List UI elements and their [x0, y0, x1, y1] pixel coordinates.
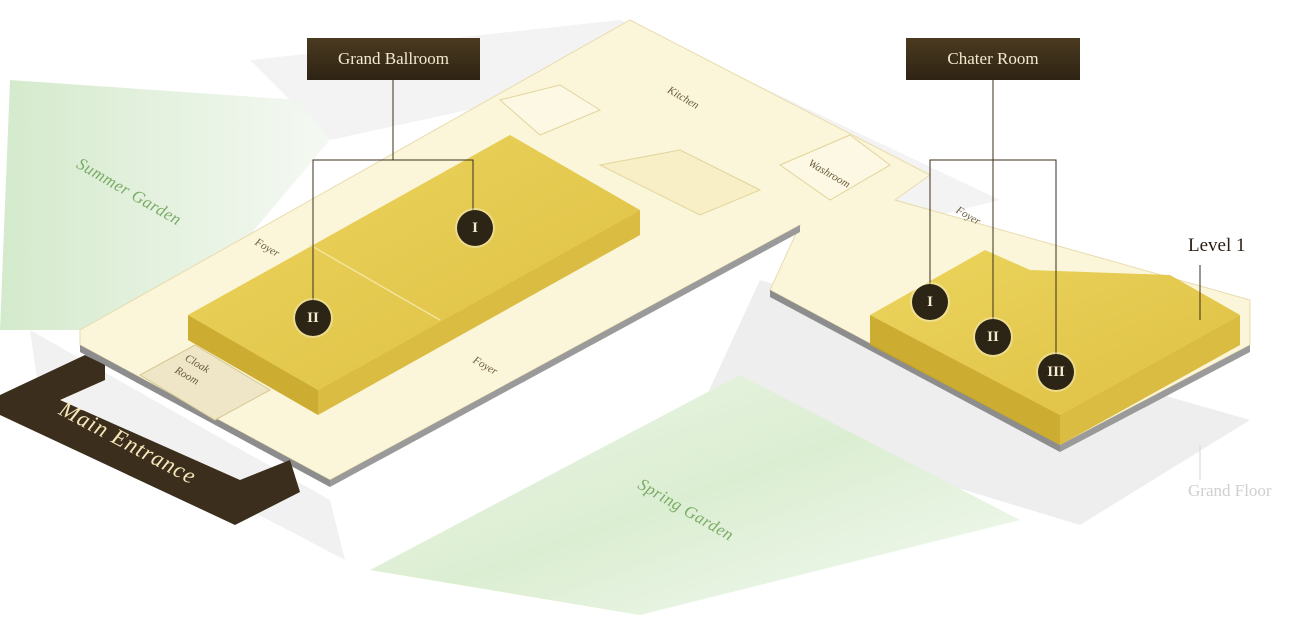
grand-floor-label: Grand Floor	[1188, 481, 1272, 500]
ballroom-section-i-badge[interactable]: I	[457, 210, 493, 246]
service-block	[598, 149, 762, 216]
grand-ballroom-callout[interactable]: Grand Ballroom	[307, 38, 480, 80]
chater-side	[1060, 315, 1240, 445]
spring-garden-area	[370, 375, 1020, 615]
chater-top	[870, 250, 1240, 415]
floor-edge	[80, 345, 330, 487]
ballroom-divider	[309, 244, 441, 321]
level-1-label: Level 1	[1188, 235, 1246, 256]
chater-room-callout[interactable]: Chater Room	[906, 38, 1080, 80]
leader-ballroom-branches	[312, 159, 474, 300]
leader-chater-branches	[929, 159, 1057, 355]
floor-edge-right2	[1060, 345, 1250, 452]
summer-garden-area	[0, 80, 330, 330]
ballroom-front	[188, 315, 318, 415]
kitchen-block	[498, 84, 602, 136]
chater-front	[870, 315, 1060, 445]
chater-section-ii-badge[interactable]: II	[975, 319, 1011, 355]
floor-edge-right	[770, 290, 1060, 452]
ballroom-section-ii-badge[interactable]: II	[295, 300, 331, 336]
cloak-room-block	[138, 344, 272, 421]
chater-section-i-badge[interactable]: I	[912, 284, 948, 320]
main-entrance-arrow[interactable]	[0, 355, 300, 525]
chater-section-iii-badge[interactable]: III	[1038, 354, 1074, 390]
ballroom-side	[318, 210, 640, 415]
floor-edge-inner	[330, 225, 800, 487]
washroom-block	[778, 134, 891, 201]
